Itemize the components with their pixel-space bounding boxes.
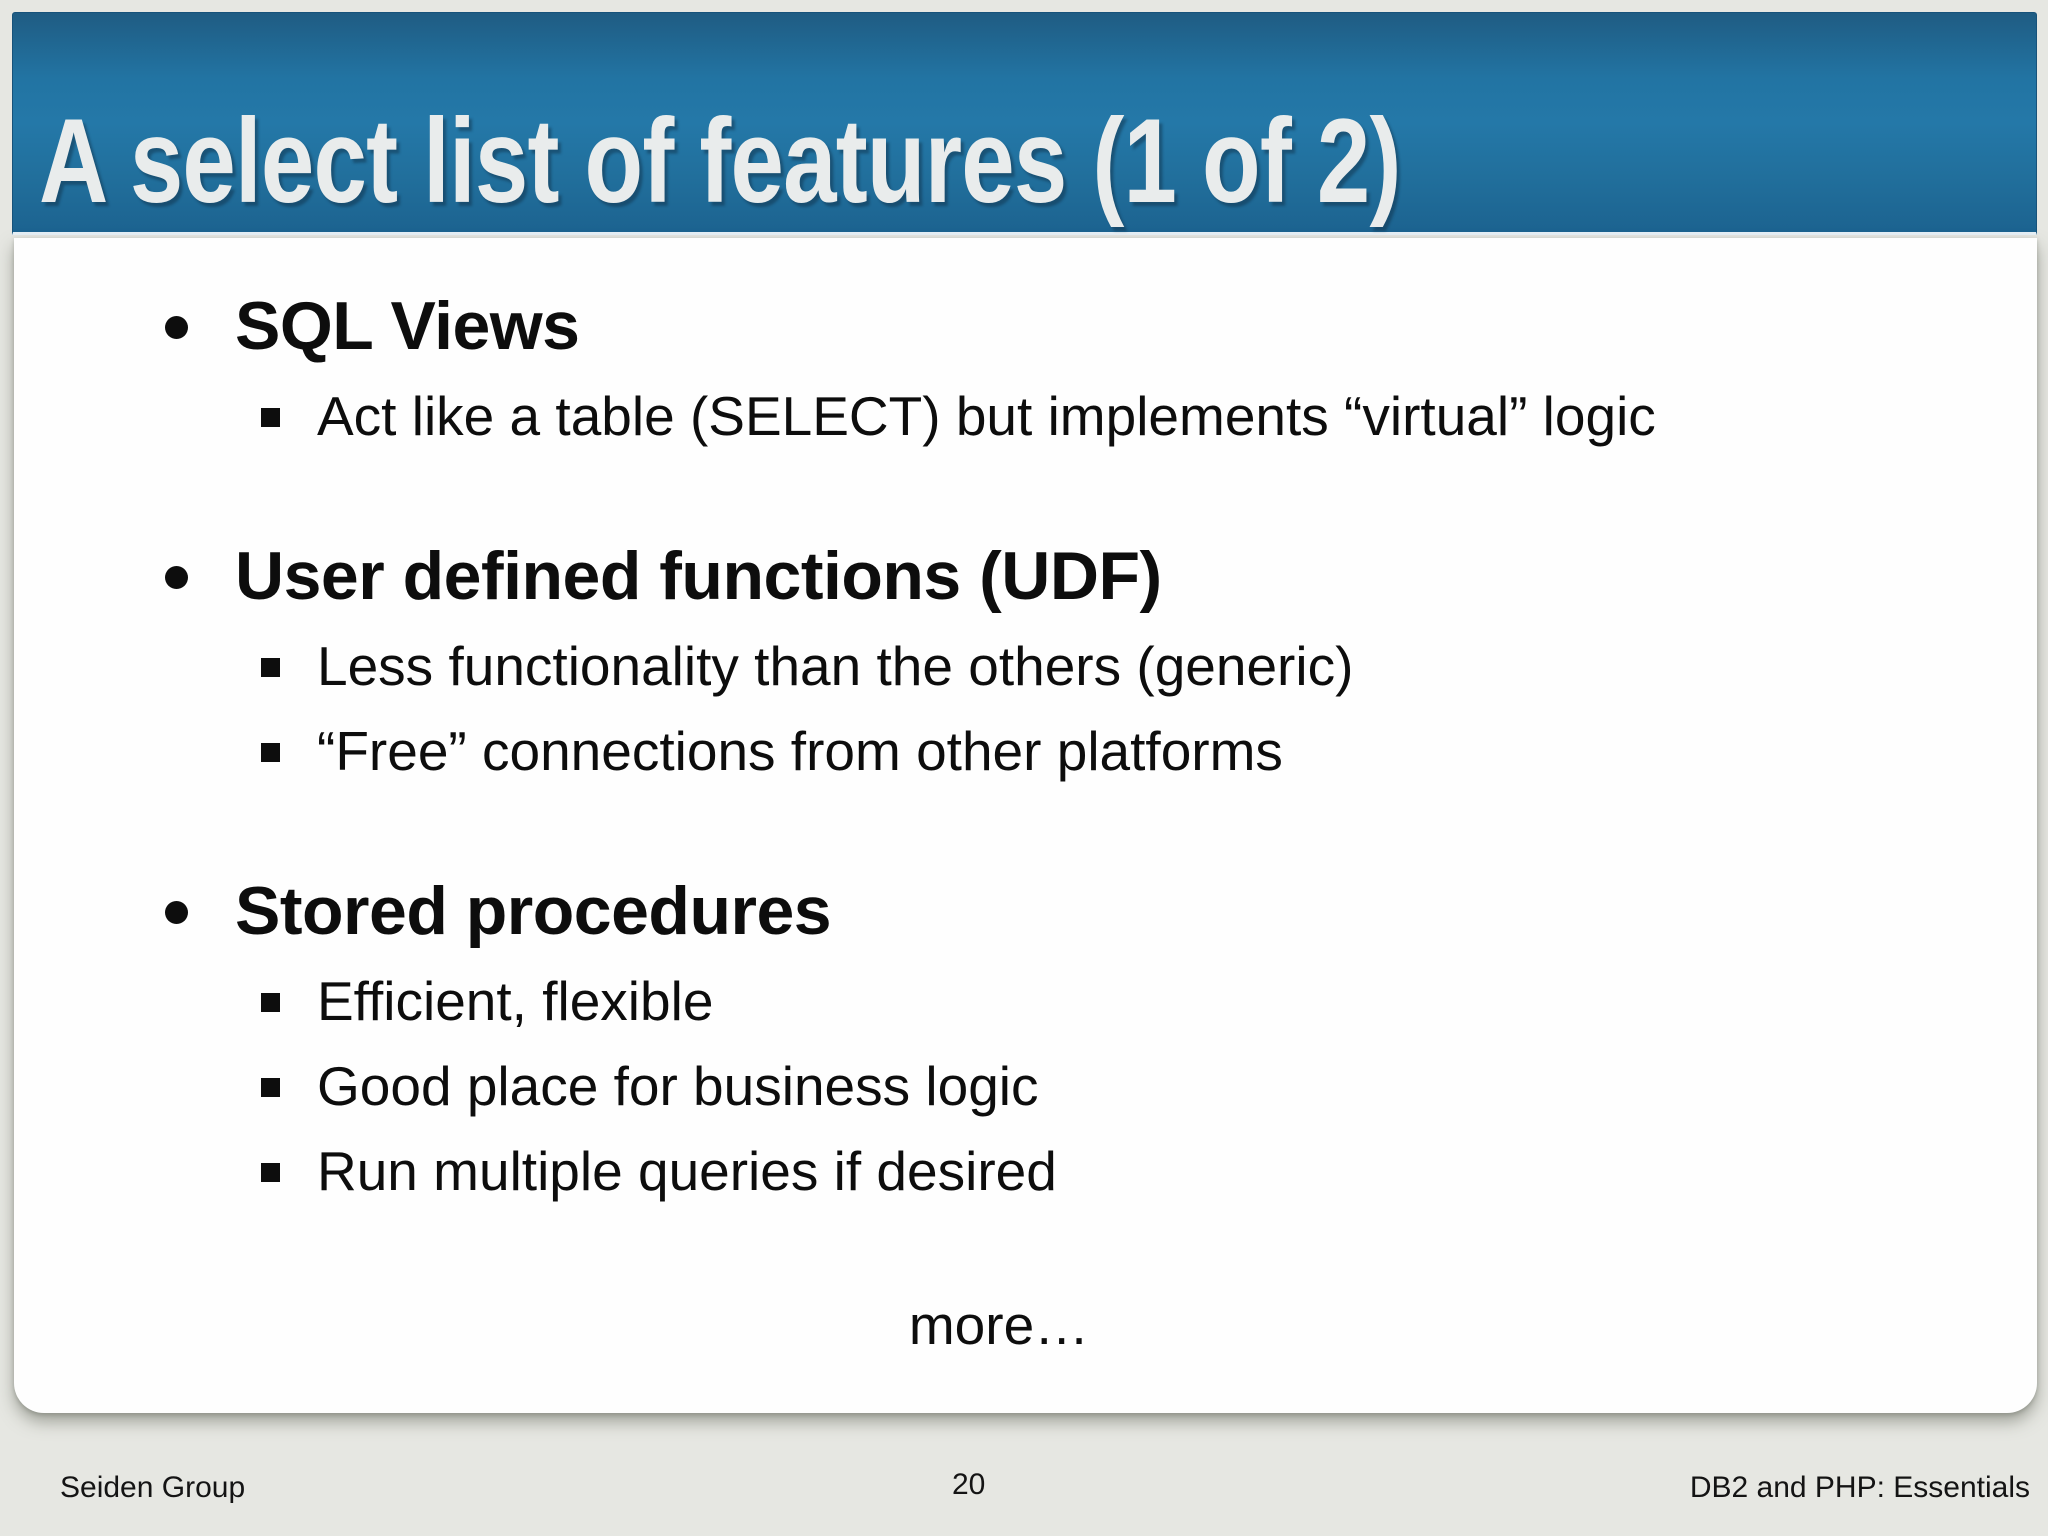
slide-title: A select list of features (1 of 2)	[39, 94, 1401, 228]
bullet-icon	[165, 901, 188, 924]
sub-bullet-text: Good place for business logic	[317, 1054, 1039, 1117]
sub-bullet-text: Act like a table (SELECT) but implements…	[317, 384, 1656, 447]
sub-bullet-icon	[261, 1078, 280, 1097]
bullet-group-stored-procedures: Stored procedures Efficient, flexible Go…	[165, 863, 1977, 1213]
sub-bullet-text: Less functionality than the others (gene…	[317, 634, 1354, 697]
bullet-heading-row: Stored procedures	[165, 863, 1977, 958]
sub-bullet-icon	[261, 993, 280, 1012]
sub-bullet-text: Run multiple queries if desired	[317, 1139, 1057, 1202]
sub-bullet-text: “Free” connections from other platforms	[317, 719, 1283, 782]
slide-body: SQL Views Act like a table (SELECT) but …	[14, 238, 2037, 1368]
sub-bullet-row: Act like a table (SELECT) but implements…	[165, 373, 1977, 458]
sub-bullet-row: Run multiple queries if desired	[165, 1128, 1977, 1213]
sub-bullet-row: Good place for business logic	[165, 1043, 1977, 1128]
bullet-group-udf: User defined functions (UDF) Less functi…	[165, 528, 1977, 793]
bullet-icon	[165, 566, 188, 589]
sub-bullet-row: “Free” connections from other platforms	[165, 708, 1977, 793]
footer-page-number: 20	[952, 1468, 986, 1501]
sub-bullet-icon	[261, 1163, 280, 1182]
bullet-heading: User defined functions (UDF)	[235, 537, 1162, 614]
bullet-heading-row: User defined functions (UDF)	[165, 528, 1977, 623]
bullet-group-sql-views: SQL Views Act like a table (SELECT) but …	[165, 278, 1977, 458]
bullet-heading: SQL Views	[235, 287, 580, 364]
bullet-heading-row: SQL Views	[165, 278, 1977, 373]
slide-footer: Seiden Group 20 DB2 and PHP: Essentials	[0, 1413, 2048, 1536]
sub-bullet-icon	[261, 658, 280, 677]
sub-bullet-text: Efficient, flexible	[317, 969, 714, 1032]
footer-company: Seiden Group	[60, 1471, 246, 1504]
sub-bullet-row: Less functionality than the others (gene…	[165, 623, 1977, 708]
slide-title-bar: A select list of features (1 of 2)	[12, 12, 2037, 235]
sub-bullet-row: Efficient, flexible	[165, 958, 1977, 1043]
bullet-heading: Stored procedures	[235, 872, 832, 949]
more-label: more…	[908, 1294, 1090, 1356]
footer-deck-title: DB2 and PHP: Essentials	[1689, 1471, 2030, 1504]
slide-content-card: SQL Views Act like a table (SELECT) but …	[14, 238, 2037, 1413]
sub-bullet-icon	[261, 408, 280, 427]
more-line: more…	[93, 1283, 1905, 1368]
bullet-icon	[165, 316, 188, 339]
sub-bullet-icon	[261, 743, 280, 762]
